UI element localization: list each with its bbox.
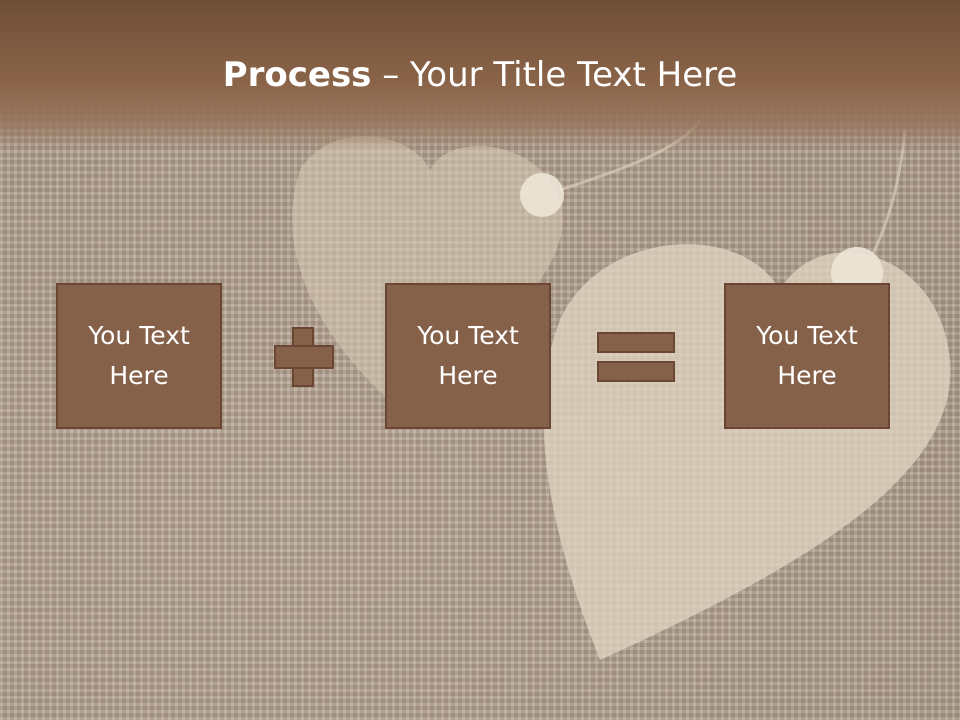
slide-title[interactable]: Process – Your Title Text Here <box>0 52 960 98</box>
process-box-1[interactable]: You Text Here <box>56 283 222 429</box>
title-bar <box>0 0 960 150</box>
process-box-3[interactable]: You Text Here <box>724 283 890 429</box>
title-bold: Process <box>222 55 372 95</box>
title-rest: – Your Title Text Here <box>371 55 738 95</box>
process-box-2[interactable]: You Text Here <box>385 283 551 429</box>
